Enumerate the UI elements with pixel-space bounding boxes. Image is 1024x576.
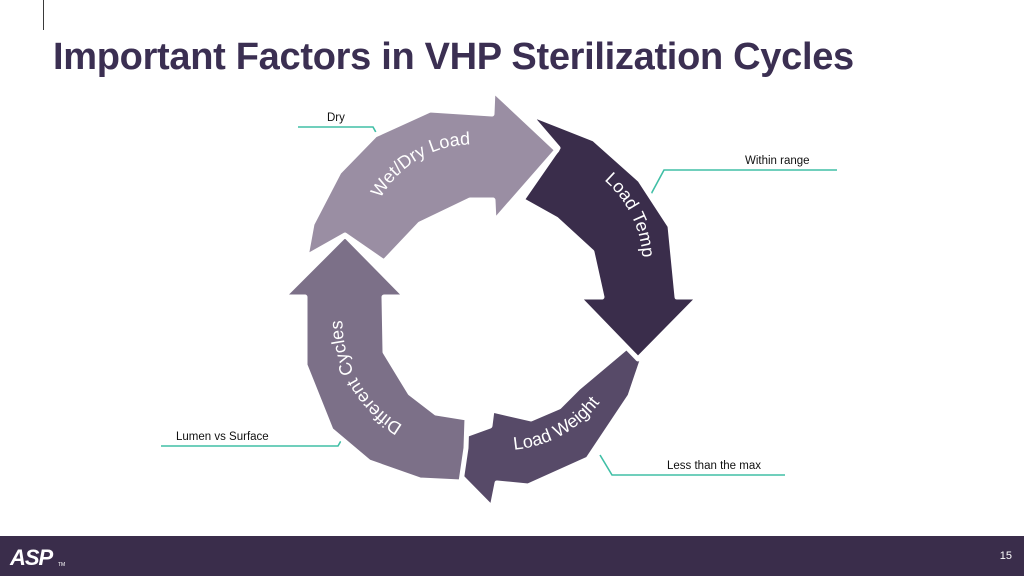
segment-load-temp bbox=[519, 110, 702, 362]
segment-different-cycles bbox=[280, 232, 470, 485]
slide-title: Important Factors in VHP Sterilization C… bbox=[53, 36, 854, 78]
callout-line-within-range bbox=[649, 169, 837, 197]
footer-bar: ASP TM 15 bbox=[0, 536, 1024, 576]
logo-trademark: TM bbox=[58, 562, 66, 568]
callout-text-lumen-vs-surface: Lumen vs Surface bbox=[176, 431, 269, 443]
callout-text-within-range: Within range bbox=[745, 155, 810, 167]
callout-text-less-than-max: Less than the max bbox=[667, 460, 761, 472]
callout-text-dry: Dry bbox=[327, 112, 345, 124]
segment-load-weight bbox=[429, 334, 653, 511]
asp-logo: ASP bbox=[10, 545, 53, 570]
top-divider-line bbox=[43, 0, 44, 30]
callout-line-less-than-max bbox=[599, 454, 785, 476]
segment-wet-dry-load bbox=[303, 87, 560, 265]
page-number: 15 bbox=[999, 550, 1012, 562]
